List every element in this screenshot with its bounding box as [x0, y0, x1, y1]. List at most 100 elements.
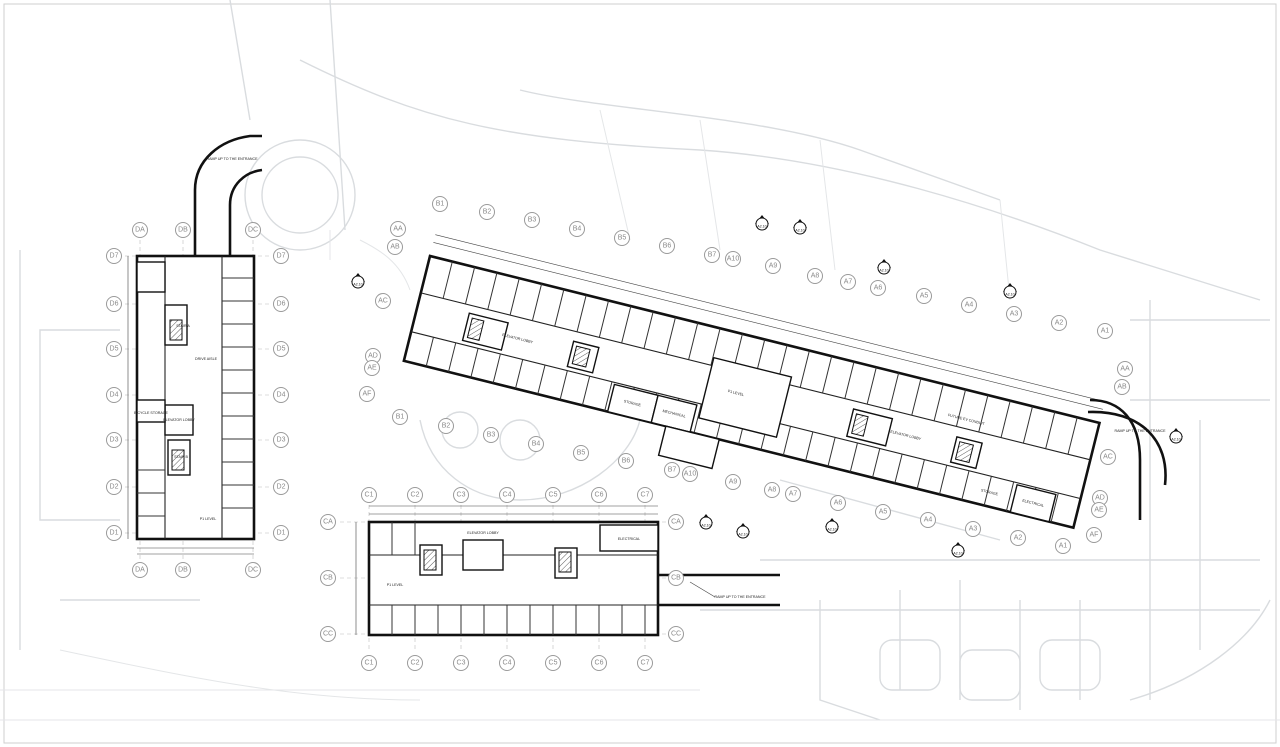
- svg-text:D7: D7: [110, 253, 119, 260]
- svg-text:B5: B5: [577, 450, 586, 457]
- grid-bubble-right-row: D5: [273, 341, 289, 357]
- grid-bubble-main-row-left: AE: [364, 360, 380, 376]
- grid-bubble-main-top-b: B3: [524, 212, 540, 228]
- svg-text:C7: C7: [641, 660, 650, 667]
- svg-text:B6: B6: [663, 243, 672, 250]
- svg-text:A2: A2: [1014, 535, 1023, 542]
- bottom-elevator-label: ELEVATOR LOBBY: [467, 531, 499, 535]
- grid-bubble-main-top-a: A2: [1051, 315, 1067, 331]
- svg-text:A7: A7: [789, 491, 798, 498]
- svg-text:AB: AB: [1117, 384, 1127, 391]
- sheet-border: [3, 3, 1277, 744]
- grid-bubble-right-row: D1: [273, 525, 289, 541]
- svg-text:D5: D5: [110, 346, 119, 353]
- grid-bubble-left-bottom: DC: [245, 562, 261, 578]
- svg-text:AE: AE: [1094, 507, 1104, 514]
- svg-text:CB: CB: [323, 575, 333, 582]
- svg-text:DC: DC: [248, 227, 258, 234]
- grid-bubble-main-top-a: A10: [725, 251, 741, 267]
- grid-bubble-main-row-right: AB: [1114, 379, 1130, 395]
- svg-text:A1: A1: [1101, 328, 1110, 335]
- svg-text:AF: AF: [363, 391, 372, 398]
- grid-bubble-main-bottom-b: B6: [618, 453, 634, 469]
- svg-text:AC: AC: [1103, 454, 1113, 461]
- svg-text:A2.10: A2.10: [757, 225, 766, 229]
- grid-bubble-main-row-left: AD: [365, 348, 381, 364]
- svg-text:C3: C3: [457, 660, 466, 667]
- svg-text:DA: DA: [135, 567, 145, 574]
- svg-text:C1: C1: [365, 660, 374, 667]
- grid-bubble-right-row: D4: [273, 387, 289, 403]
- svg-text:B4: B4: [573, 226, 582, 233]
- grid-bubble-left-row: D2: [106, 479, 122, 495]
- grid-bubble-left-bottom: DB: [175, 562, 191, 578]
- grid-bubble-main-bottom-b: B2: [438, 418, 454, 434]
- grid-bubble-left-row: D7: [106, 248, 122, 264]
- svg-text:C7: C7: [641, 492, 650, 499]
- grid-bubble-main-bottom-a: A8: [764, 482, 780, 498]
- svg-text:B4: B4: [532, 441, 541, 448]
- svg-text:AD: AD: [368, 353, 378, 360]
- svg-text:DA: DA: [135, 227, 145, 234]
- grid-bubble-main-top-a: A7: [840, 274, 856, 290]
- left-elevator-label: ELEVATOR LOBBY: [163, 418, 195, 422]
- grid-bubble-main-top-b: B5: [614, 230, 630, 246]
- grid-bubble-main-bottom-a: A10: [682, 466, 698, 482]
- svg-text:AC: AC: [378, 298, 388, 305]
- svg-text:A2.10: A2.10: [827, 528, 836, 532]
- grid-bubble-bottom-row-right: CA: [668, 514, 684, 530]
- left-parking-plan: STAIR A STAIR B ELEVATOR LOBBY BICYCLE S…: [125, 134, 270, 560]
- svg-text:AB: AB: [390, 244, 400, 251]
- grid-bubble-left-bottom: DA: [132, 562, 148, 578]
- grid-bubble-main-top-b: B1: [432, 196, 448, 212]
- bottom-elevator-core: [462, 539, 504, 571]
- grid-bubble-left-row: D1: [106, 525, 122, 541]
- grid-bubble-main-bottom-a: A2: [1010, 530, 1026, 546]
- svg-text:A2.10: A2.10: [879, 269, 888, 273]
- grid-bubble-main-bottom-a: A3: [965, 521, 981, 537]
- grid-bubble-bottom-top: C6: [591, 487, 607, 503]
- svg-text:D6: D6: [110, 301, 119, 308]
- bottom-level-label: P1 LEVEL: [387, 583, 404, 587]
- grid-bubble-main-top-a: A6: [870, 280, 886, 296]
- grid-bubble-main-top-b: B2: [479, 204, 495, 220]
- svg-text:B6: B6: [622, 458, 631, 465]
- bottom-parking-plan: ELEVATOR LOBBY ELECTRICAL P1 LEVEL RAMP …: [340, 505, 780, 650]
- grid-bubble-main-top-a: A8: [807, 268, 823, 284]
- svg-text:A9: A9: [729, 479, 738, 486]
- svg-text:C6: C6: [595, 660, 604, 667]
- svg-text:CA: CA: [323, 519, 333, 526]
- grid-bubble-main-row-left: AC: [375, 293, 391, 309]
- svg-text:C6: C6: [595, 492, 604, 499]
- main-lobby-2-label: ELEVATOR LOBBY: [890, 430, 922, 442]
- main-mech-label: MECHANICAL: [662, 409, 686, 419]
- svg-text:C5: C5: [549, 492, 558, 499]
- grid-bubble-left-row: D3: [106, 432, 122, 448]
- grid-bubble-bottom-bottom: C2: [407, 655, 423, 671]
- svg-text:C3: C3: [457, 492, 466, 499]
- grid-bubble-right-row: D7: [273, 248, 289, 264]
- section-marker: A2.10: [825, 518, 839, 534]
- grid-bubble-main-top-a: A5: [916, 288, 932, 304]
- grid-bubble-main-top-b: B4: [569, 221, 585, 237]
- grid-bubble-main-row-right: AC: [1100, 449, 1116, 465]
- svg-text:B7: B7: [708, 252, 717, 259]
- svg-text:A8: A8: [811, 273, 820, 280]
- svg-text:B2: B2: [442, 423, 451, 430]
- section-marker: A2.10: [951, 542, 965, 558]
- grid-bubble-main-bottom-a: A7: [785, 486, 801, 502]
- section-marker: A2.10: [755, 215, 769, 231]
- grid-bubble-right-row: D2: [273, 479, 289, 495]
- svg-text:B3: B3: [528, 217, 537, 224]
- svg-text:C2: C2: [411, 492, 420, 499]
- grid-bubble-main-bottom-b: B5: [573, 445, 589, 461]
- svg-text:A9: A9: [769, 263, 778, 270]
- grid-bubble-main-row-left: AB: [387, 239, 403, 255]
- svg-text:A10: A10: [727, 256, 740, 263]
- grid-bubble-left-row: D6: [106, 296, 122, 312]
- svg-text:A5: A5: [879, 509, 888, 516]
- grid-bubble-left-row: D4: [106, 387, 122, 403]
- grid-bubble-main-row-right: AF: [1086, 527, 1102, 543]
- grid-bubble-main-row-left: AA: [390, 221, 406, 237]
- grid-bubble-right-row: D3: [273, 432, 289, 448]
